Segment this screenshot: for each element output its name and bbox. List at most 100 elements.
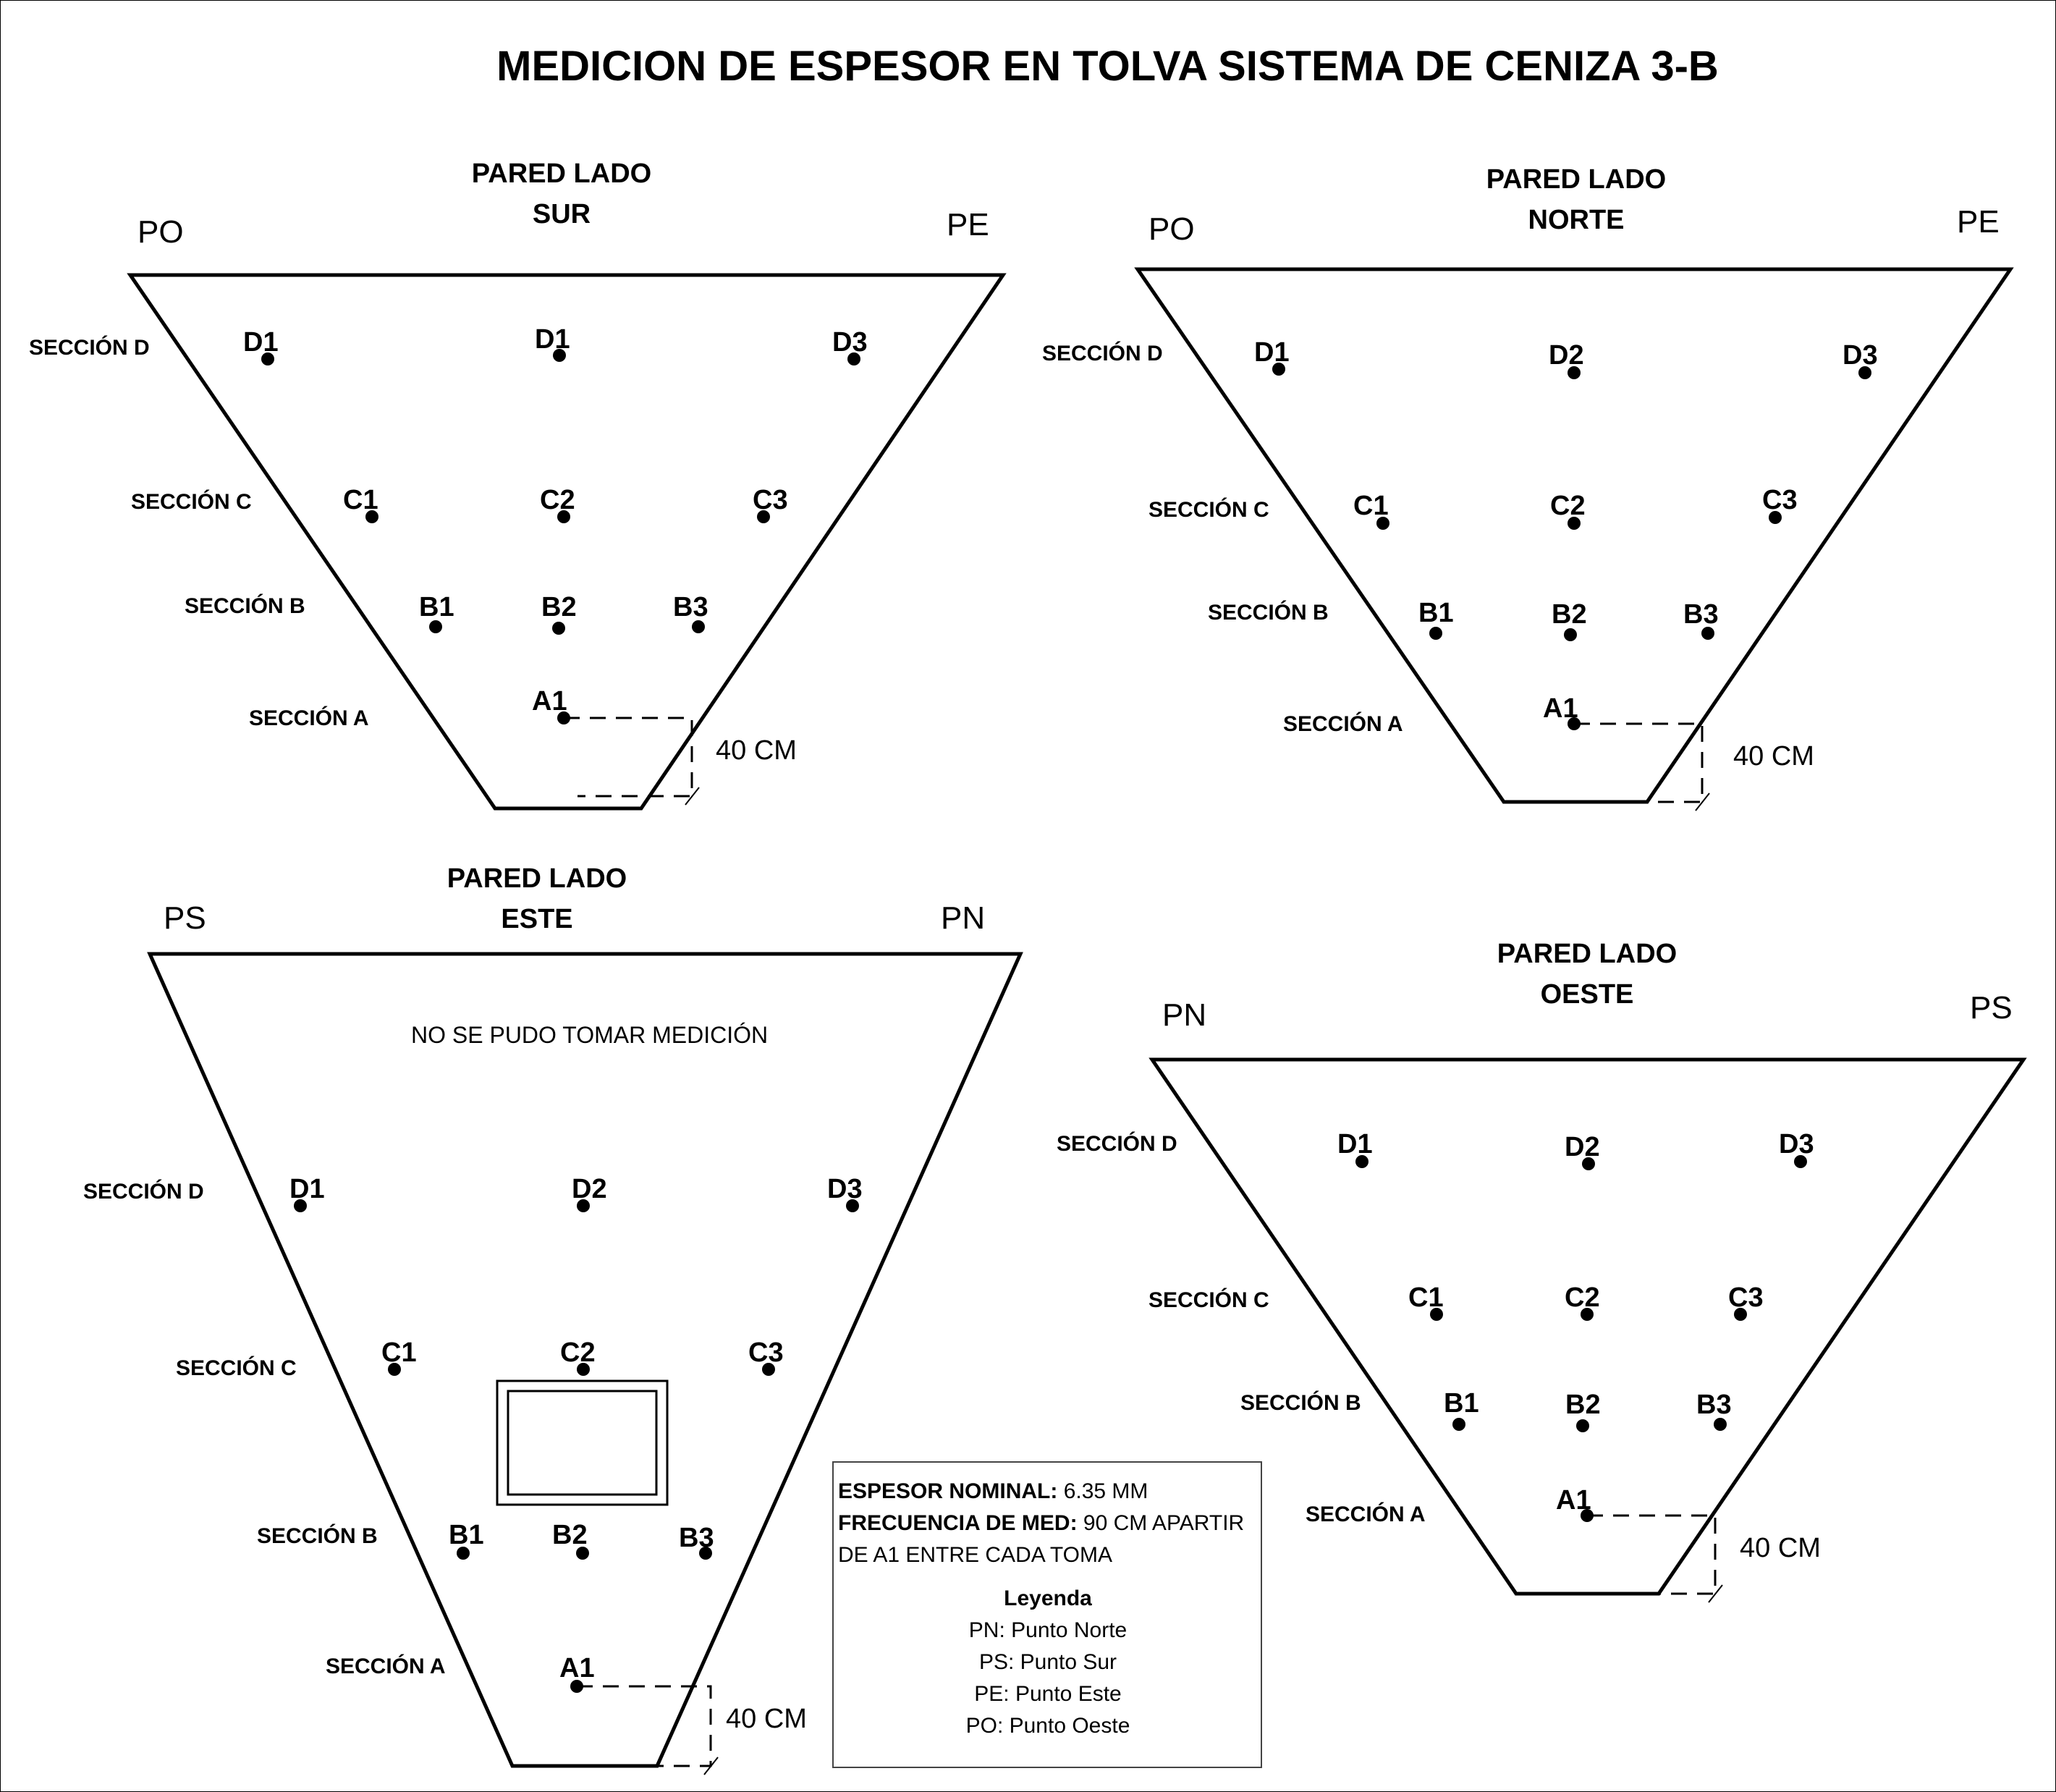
corner-left-label: PN	[1162, 997, 1207, 1033]
wall-title-line1: PARED LADO	[447, 863, 627, 894]
point-label-c2: C2	[540, 485, 575, 515]
corner-left-label: PS	[164, 900, 206, 936]
marker-norte-c1	[1376, 517, 1389, 530]
measure-label: 40 CM	[1740, 1533, 1821, 1563]
section-label-a: SECCIÓN A	[1283, 712, 1403, 736]
marker-oeste-b3	[1714, 1418, 1727, 1431]
marker-oeste-a1	[1581, 1509, 1594, 1522]
dim-line-este	[577, 1685, 712, 1767]
section-label-b: SECCIÓN B	[1208, 601, 1329, 625]
corner-left-label: PO	[1148, 211, 1195, 247]
info-legend-box: ESPESOR NOMINAL: 6.35 MM FRECUENCIA DE M…	[832, 1461, 1262, 1768]
point-label-d3: D3	[827, 1174, 863, 1204]
corner-right-label: PN	[941, 900, 986, 936]
frequency-label: FRECUENCIA DE MED:	[838, 1511, 1078, 1535]
point-label-a1: A1	[1556, 1485, 1591, 1516]
wall-title-este: PARED LADO ESTE	[392, 858, 682, 939]
legend-item: PO: Punto Oeste	[965, 1714, 1130, 1738]
point-label-c1: C1	[381, 1337, 417, 1368]
corner-left-label: PO	[138, 214, 184, 250]
point-label-b1: B1	[1418, 598, 1454, 628]
point-label-d1: D1	[535, 324, 570, 355]
nominal-thickness-value: 6.35 MM	[1057, 1479, 1148, 1503]
point-label-c2: C2	[1565, 1282, 1600, 1313]
point-label-c3: C3	[1728, 1282, 1764, 1313]
point-label-b1: B1	[1444, 1388, 1479, 1419]
wall-title-norte: PARED LADO NORTE	[1431, 159, 1721, 240]
measure-label: 40 CM	[716, 735, 797, 766]
measure-label: 40 CM	[1733, 741, 1814, 772]
marker-norte-c2	[1568, 517, 1581, 530]
marker-este-b2	[576, 1547, 589, 1560]
point-label-d2: D2	[1565, 1132, 1600, 1162]
section-label-a: SECCIÓN A	[326, 1654, 446, 1678]
marker-norte-d3	[1858, 366, 1871, 379]
marker-norte-b2	[1564, 628, 1577, 641]
point-label-c3: C3	[748, 1337, 784, 1368]
marker-este-c2	[577, 1363, 590, 1376]
marker-norte-a1	[1568, 717, 1581, 730]
frequency-value: 90 CM APARTIR	[1077, 1511, 1245, 1535]
point-label-b2: B2	[552, 1520, 588, 1550]
point-label-d1: D1	[1254, 337, 1290, 368]
marker-norte-d2	[1568, 366, 1581, 379]
point-label-b3: B3	[679, 1523, 714, 1553]
section-label-b: SECCIÓN B	[185, 594, 305, 618]
no-measurement-note: NO SE PUDO TOMAR MEDICIÓN	[411, 1022, 769, 1048]
section-label-d: SECCIÓN D	[1042, 342, 1163, 365]
marker-oeste-b2	[1576, 1419, 1589, 1432]
section-label-c: SECCIÓN C	[1148, 498, 1269, 522]
marker-oeste-c1	[1430, 1308, 1443, 1321]
marker-este-c1	[388, 1363, 401, 1376]
marker-sur-c2	[557, 510, 570, 523]
access-door-inner	[507, 1390, 658, 1496]
dim-line-sur	[564, 717, 693, 798]
wall-title-oeste: PARED LADO OESTE	[1442, 934, 1732, 1015]
marker-oeste-d1	[1355, 1155, 1368, 1168]
marker-norte-d1	[1272, 363, 1285, 376]
corner-right-label: PE	[1957, 204, 2000, 240]
corner-right-label: PS	[1970, 990, 2013, 1026]
wall-title-line1: PARED LADO	[471, 159, 652, 189]
legend-item: PE: Punto Este	[974, 1682, 1122, 1706]
marker-sur-a1	[557, 711, 570, 724]
section-label-c: SECCIÓN C	[176, 1356, 297, 1380]
marker-este-d3	[846, 1199, 859, 1212]
marker-este-c3	[762, 1363, 775, 1376]
marker-sur-d1	[553, 349, 566, 362]
wall-title-line2: OESTE	[1540, 979, 1634, 1010]
point-label-b3: B3	[1683, 599, 1719, 630]
wall-title-line1: PARED LADO	[1497, 939, 1678, 969]
legend-item: PS: Punto Sur	[978, 1650, 1117, 1674]
point-label-b2: B2	[1552, 599, 1587, 630]
point-label-d3: D3	[1779, 1129, 1814, 1159]
point-label-d1: D1	[243, 327, 279, 358]
section-label-b: SECCIÓN B	[257, 1524, 378, 1548]
legend-title: Leyenda	[1004, 1586, 1092, 1610]
nominal-thickness-line: ESPESOR NOMINAL: 6.35 MM	[838, 1476, 1258, 1508]
marker-oeste-d2	[1582, 1157, 1595, 1170]
point-label-b3: B3	[673, 592, 708, 622]
point-label-c1: C1	[1353, 491, 1389, 521]
section-label-a: SECCIÓN A	[1306, 1503, 1426, 1526]
point-label-c1: C1	[343, 485, 378, 515]
point-label-d1: D1	[1337, 1129, 1373, 1159]
dim-line-norte	[1574, 722, 1704, 803]
marker-norte-b3	[1701, 627, 1714, 640]
hopper-outline-sur	[127, 273, 1007, 811]
section-label-c: SECCIÓN C	[131, 490, 252, 514]
section-label-a: SECCIÓN A	[249, 706, 369, 730]
point-label-b2: B2	[541, 592, 577, 622]
marker-sur-c3	[757, 510, 770, 523]
section-label-d: SECCIÓN D	[83, 1180, 204, 1204]
point-label-b1: B1	[449, 1520, 484, 1550]
legend-item: PN: Punto Norte	[968, 1618, 1128, 1642]
page-title: MEDICION DE ESPESOR EN TOLVA SISTEMA DE …	[496, 43, 1719, 90]
marker-oeste-c3	[1734, 1308, 1747, 1321]
marker-norte-c3	[1769, 511, 1782, 524]
wall-title-sur: PARED LADO SUR	[417, 153, 706, 234]
point-label-d2: D2	[1549, 340, 1584, 371]
point-label-c3: C3	[753, 485, 788, 515]
point-label-d1: D1	[289, 1174, 325, 1204]
